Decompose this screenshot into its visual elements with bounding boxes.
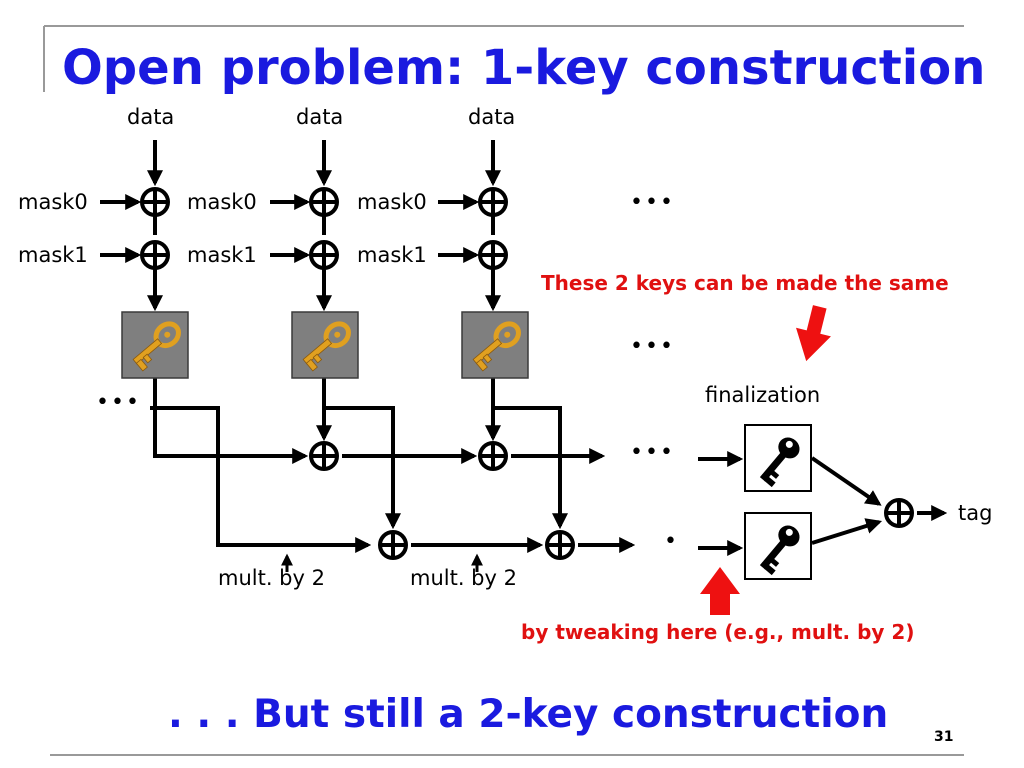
red-arrow-icon [796, 305, 831, 362]
mask1-label: mask1 [187, 243, 257, 267]
data-label: data [296, 105, 344, 129]
xor-icon [884, 498, 914, 528]
mult-tweak-arrows [281, 553, 483, 572]
xor-icon [309, 441, 339, 471]
xor-icon [478, 187, 508, 217]
callout-top: These 2 keys can be made the same [541, 271, 949, 295]
gold-key-icon [462, 312, 528, 378]
xor-icon [309, 187, 339, 217]
tag-label: tag [958, 501, 993, 525]
xor-icon [478, 441, 508, 471]
callout-bottom: by tweaking here (e.g., mult. by 2) [521, 620, 915, 644]
mask0-label: mask0 [357, 190, 427, 214]
slide-subtitle: . . . But still a 2-key construction [168, 692, 889, 737]
xor-icon [545, 530, 575, 560]
mult-label: mult. by 2 [410, 566, 517, 590]
finalization-label: finalization [705, 383, 821, 407]
data-label: data [127, 105, 175, 129]
ellipsis: ••• [96, 390, 141, 415]
page-number: 31 [934, 729, 954, 745]
gold-key-icon [122, 312, 188, 378]
ellipsis: ••• [630, 440, 675, 465]
mask0-label: mask0 [18, 190, 88, 214]
xor-icon [378, 530, 408, 560]
single-dot: • [664, 529, 677, 554]
mask1-label: mask1 [18, 243, 88, 267]
xor-icon [309, 240, 339, 270]
xor-icon [140, 187, 170, 217]
wires [100, 140, 948, 556]
ellipsis: ••• [630, 334, 675, 359]
black-key-icon [744, 512, 812, 580]
mask0-label: mask0 [187, 190, 257, 214]
black-key-icon [744, 424, 812, 492]
ellipsis: ••• [630, 190, 675, 215]
red-arrow-icon [700, 567, 740, 615]
xor-icon [478, 240, 508, 270]
mask1-label: mask1 [357, 243, 427, 267]
mult-label: mult. by 2 [218, 566, 325, 590]
slide-title: Open problem: 1-key construction [62, 40, 986, 96]
gold-key-icon [292, 312, 358, 378]
xor-icon [140, 240, 170, 270]
data-label: data [468, 105, 516, 129]
